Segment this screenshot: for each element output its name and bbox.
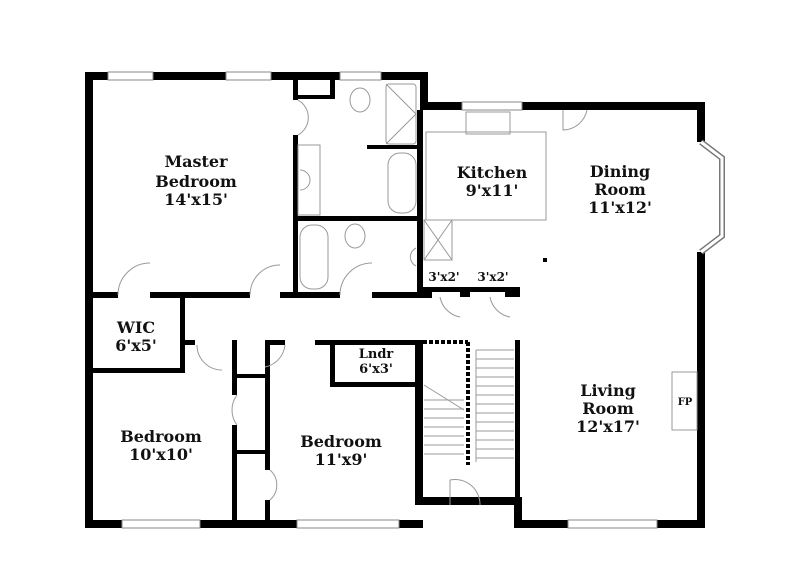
closet-label-1: 3'x2' bbox=[428, 270, 459, 284]
fireplace-label: FP bbox=[678, 397, 693, 408]
stair-tread bbox=[423, 384, 465, 411]
railing bbox=[423, 340, 470, 465]
walls bbox=[85, 72, 705, 528]
stairs bbox=[423, 349, 514, 462]
fixtures bbox=[117, 83, 698, 506]
closet-label-2: 3'x2' bbox=[477, 270, 508, 284]
windows bbox=[107, 71, 725, 529]
